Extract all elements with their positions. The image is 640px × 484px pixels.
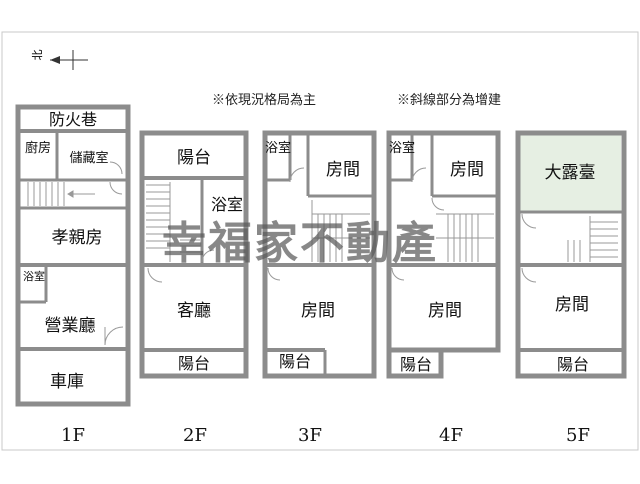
terrace-fill xyxy=(520,134,621,211)
floor-2f-outline xyxy=(139,130,249,379)
room-3f-top: 房間 xyxy=(326,160,360,180)
room-living: 客廳 xyxy=(177,301,211,321)
floor-1f-stairs xyxy=(27,182,95,206)
floor-label-3f: 3F xyxy=(298,425,322,446)
floor-1f-outline xyxy=(15,104,131,407)
room-business-hall: 營業廳 xyxy=(45,316,96,336)
room-4f-bottom: 房間 xyxy=(428,301,462,321)
floor-2f xyxy=(139,130,249,379)
room-3f-bath: 浴室 xyxy=(265,140,291,156)
room-5f: 房間 xyxy=(555,295,589,315)
note-layout-basis: ※依現況格局為主 xyxy=(212,92,316,108)
floor-label-4f: 4F xyxy=(439,425,463,446)
room-4f-balcony: 陽台 xyxy=(400,355,432,374)
floor-5f-outline xyxy=(515,130,627,379)
floor-4f-balcony-box xyxy=(386,347,444,379)
north-label: 北 xyxy=(31,50,44,61)
room-2f-balcony-top: 陽台 xyxy=(177,148,211,168)
room-terrace: 大露臺 xyxy=(545,163,596,183)
floor-2f-stairs xyxy=(146,182,200,262)
watermark-text: 幸福家不動產 xyxy=(162,218,438,269)
north-compass: 北 xyxy=(31,50,88,70)
floor-1f xyxy=(15,104,131,407)
room-1f-bath: 浴室 xyxy=(23,269,45,283)
room-4f-top: 房間 xyxy=(450,160,484,180)
room-2f-bath: 浴室 xyxy=(211,195,243,214)
floor-label-2f: 2F xyxy=(183,425,207,446)
room-fire-lane: 防火巷 xyxy=(49,110,97,129)
room-storage: 儲藏室 xyxy=(69,150,108,166)
floor-4f xyxy=(386,130,501,379)
floor-5f xyxy=(515,130,627,379)
room-4f-bath: 浴室 xyxy=(389,140,415,156)
north-arrow-icon xyxy=(50,56,60,64)
room-3f-balcony: 陽台 xyxy=(279,352,311,371)
room-garage: 車庫 xyxy=(50,372,84,392)
floor-label-5f: 5F xyxy=(566,425,590,446)
floor-5f-stairs xyxy=(567,216,618,262)
room-elder: 孝親房 xyxy=(52,228,103,248)
room-kitchen: 廚房 xyxy=(25,140,51,156)
floor-3f xyxy=(262,130,377,379)
note-hatched-addition: ※斜線部分為增建 xyxy=(397,92,501,108)
floor-label-1f: 1F xyxy=(61,425,85,446)
floor-4f-stairs xyxy=(436,213,494,262)
page-frame xyxy=(1,31,639,451)
room-3f-bottom: 房間 xyxy=(301,301,335,321)
room-2f-balcony-bottom: 陽台 xyxy=(178,354,210,373)
floor-3f-outline xyxy=(262,130,377,379)
floor-3f-stairs xyxy=(311,200,370,262)
room-5f-balcony: 陽台 xyxy=(557,355,589,374)
